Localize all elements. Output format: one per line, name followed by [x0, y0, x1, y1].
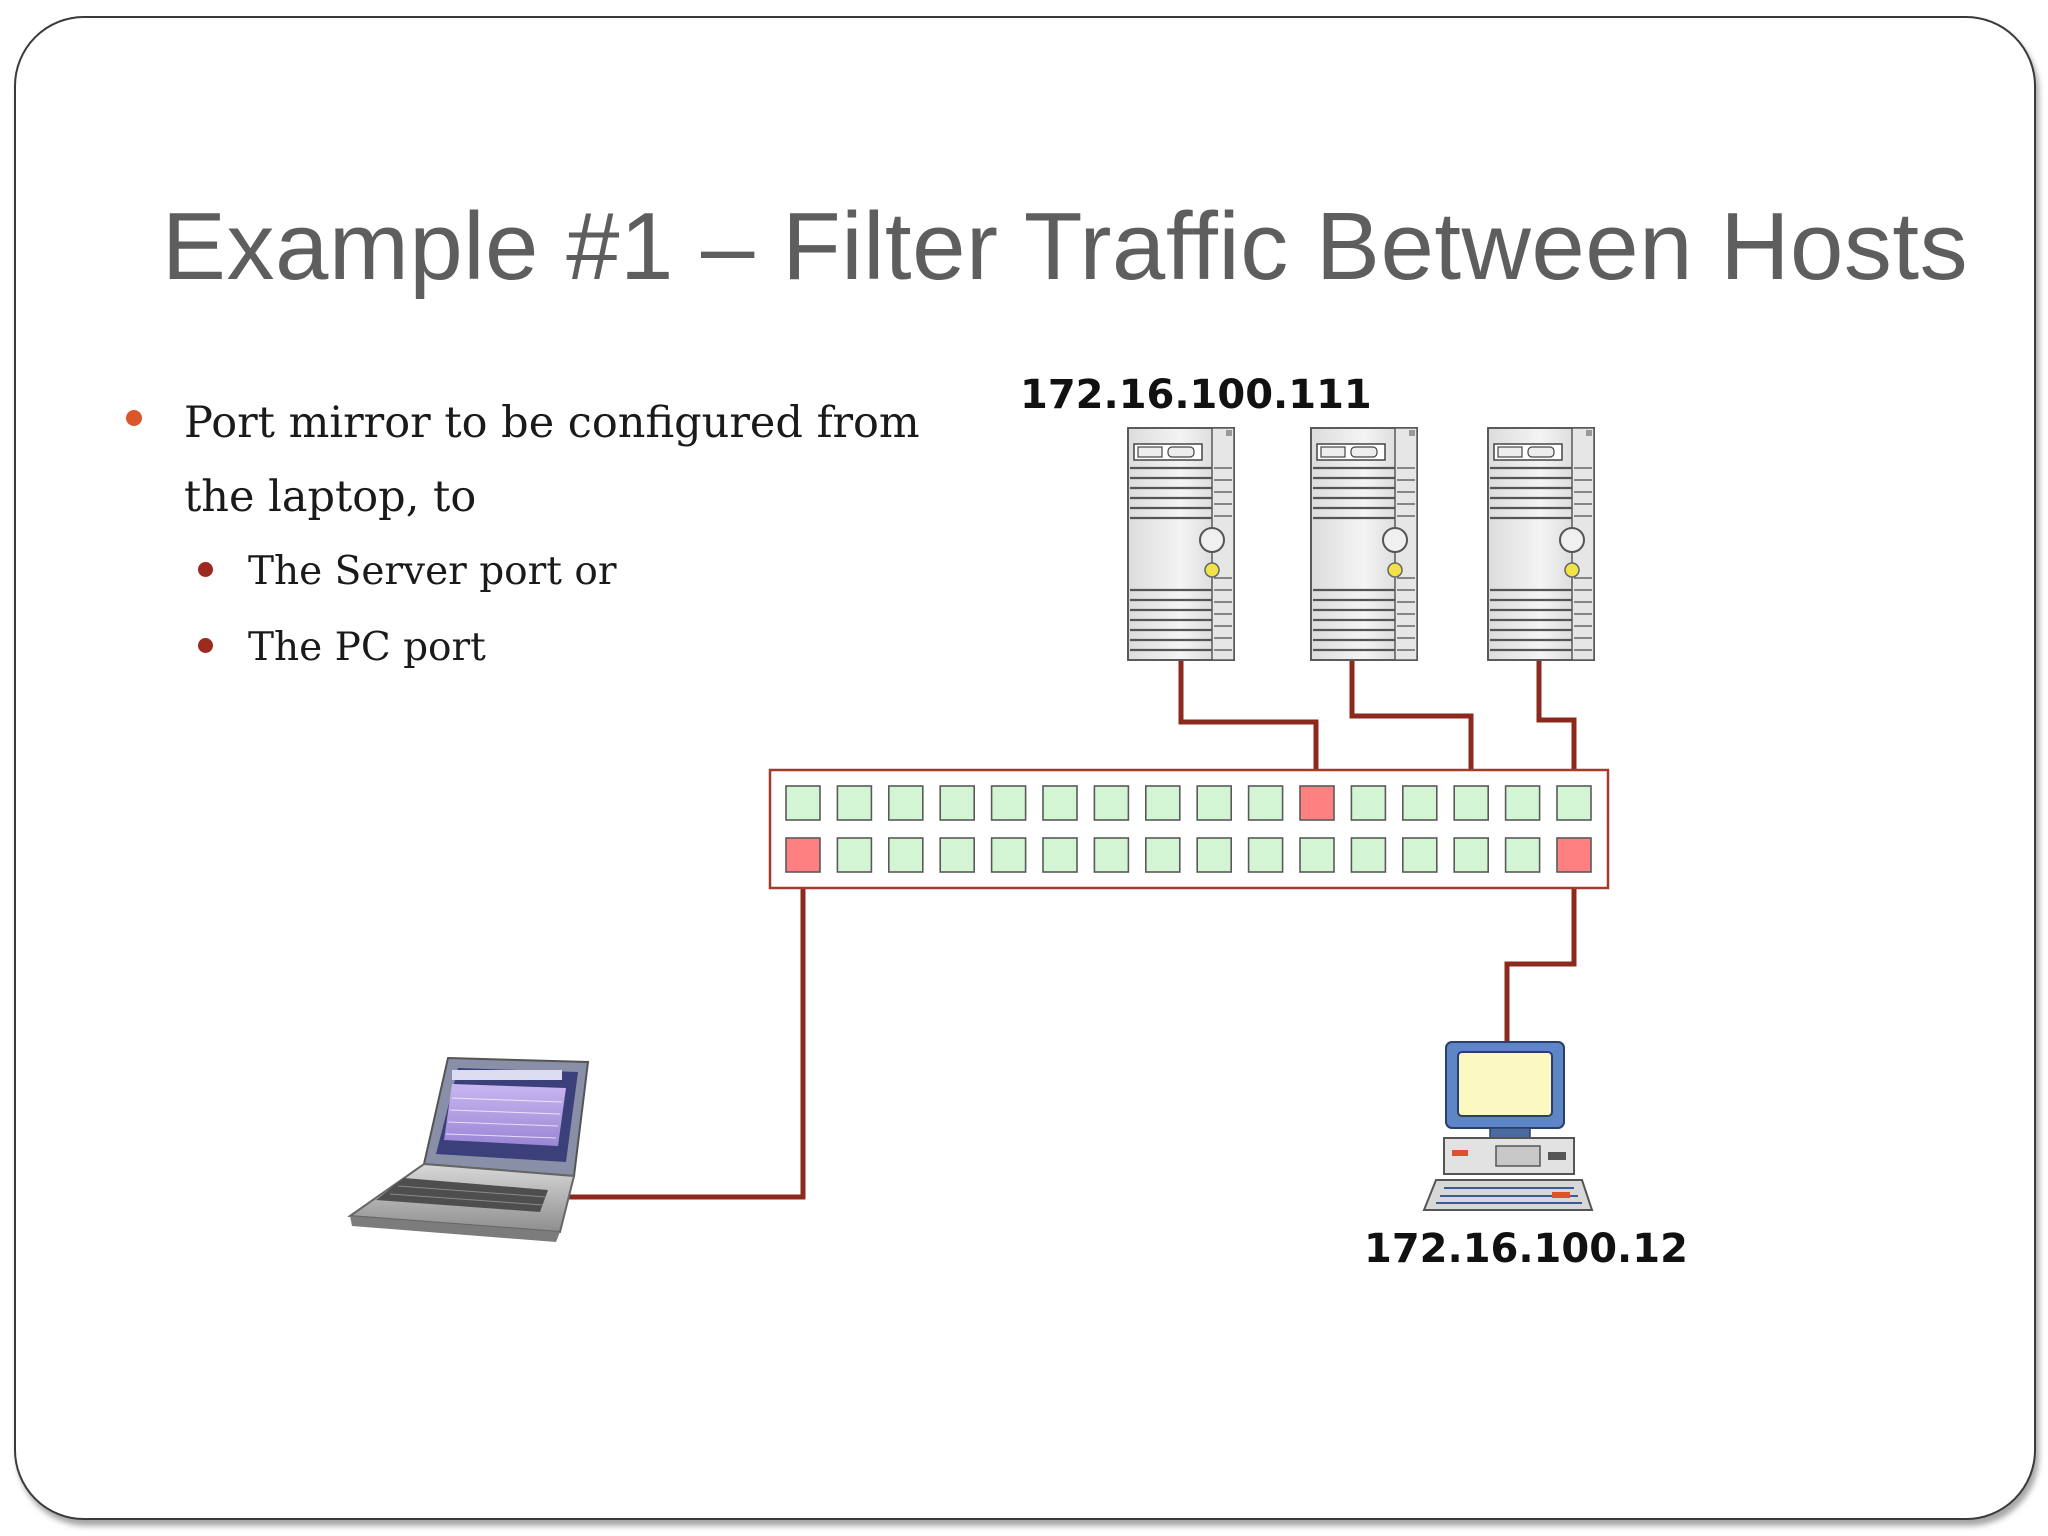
switch-port: [887, 785, 924, 821]
slide-title: Example #1 – Filter Traffic Between Host…: [161, 193, 1969, 300]
switch-port: [1504, 785, 1541, 821]
cable-pc: [1504, 872, 1577, 1050]
switch-port: [1504, 837, 1541, 873]
switch-port: [1093, 785, 1130, 821]
bullet-list: Port mirror to be configured from the la…: [120, 386, 920, 686]
sub-bullet-text: The PC port: [248, 625, 486, 670]
switch-port: [1145, 785, 1181, 821]
switch-port: [836, 785, 873, 821]
server-icon: [1309, 426, 1419, 662]
pc-ip-label: 172.16.100.12: [1364, 1226, 1688, 1272]
switch-port: [990, 837, 1027, 873]
desktop-pc-icon: [1422, 1041, 1594, 1211]
server-ip-label: 172.16.100.111: [1020, 372, 1372, 418]
switch-port: [1042, 837, 1078, 873]
cable-server2: [1349, 660, 1474, 790]
switch-port: [1145, 837, 1181, 873]
laptop-icon: [347, 1056, 590, 1242]
switch-port: [1247, 785, 1284, 821]
switch-port: [1350, 785, 1387, 821]
switch-port: [1247, 837, 1284, 873]
switch-port: [1556, 785, 1592, 821]
switch-port: [785, 785, 821, 821]
bullet-dot: [198, 638, 213, 653]
cable-server1: [1178, 660, 1319, 790]
switch-port-mirrored: [1556, 837, 1592, 873]
sub-bullet-item: The Server port or: [120, 534, 920, 610]
switch-port: [990, 785, 1027, 821]
switch-port: [1299, 837, 1335, 873]
cable-laptop: [560, 872, 806, 1200]
switch-port: [1402, 785, 1438, 821]
slide-frame: [14, 16, 2036, 1520]
switch-port: [1196, 785, 1232, 821]
bullet-text: Port mirror to be configured from the la…: [184, 398, 920, 522]
switch-port: [1453, 837, 1489, 873]
bullet-dot: [198, 562, 213, 577]
switch-port-mirrored: [785, 837, 821, 873]
switch-port: [939, 785, 976, 821]
switch-port: [1196, 837, 1232, 873]
switch-port: [836, 837, 873, 873]
switch-port-mirrored: [1299, 785, 1335, 821]
cable-server3: [1536, 660, 1577, 790]
bullet-item: Port mirror to be configured from the la…: [120, 386, 920, 534]
switch-port: [1042, 785, 1078, 821]
sub-bullet-item: The PC port: [120, 610, 920, 686]
cables: [560, 660, 1577, 1200]
switch-port: [1453, 785, 1489, 821]
switch-port: [1402, 837, 1438, 873]
server-icon: [1126, 426, 1236, 662]
server-icon: [1486, 426, 1596, 662]
switch-port: [1350, 837, 1387, 873]
switch-port: [1093, 837, 1130, 873]
network-switch: [768, 768, 1610, 890]
switch-port: [887, 837, 924, 873]
switch-port: [939, 837, 976, 873]
sub-bullet-text: The Server port or: [248, 549, 617, 594]
bullet-dot: [126, 410, 142, 426]
